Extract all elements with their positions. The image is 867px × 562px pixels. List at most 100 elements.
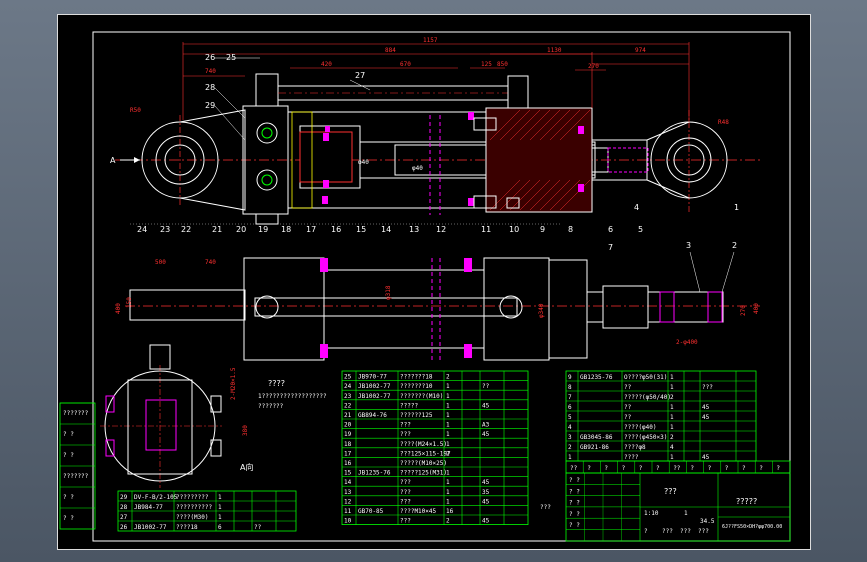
parts-table-mid-cell: 1 [446, 422, 450, 429]
balloon-2: 2 [732, 241, 737, 250]
parts-table-mid-cell: JB1002-77 [358, 393, 391, 400]
balloon-12: 12 [436, 225, 446, 234]
side-dim-m20: 2-M20×1.5 [230, 367, 237, 400]
parts-table-right-cell: 1 [670, 404, 674, 411]
view-arrow-label: A [110, 156, 116, 165]
parts-table-small-cell: ????????? [176, 494, 209, 501]
parts-table-mid-cell: 16 [344, 460, 352, 467]
parts-header-cell: ? [639, 465, 643, 472]
title-sub: ????? [736, 497, 757, 506]
side-view-a: 2-M20×1.5 380 A向 [100, 344, 253, 488]
dim-plan-400: 400 [115, 303, 122, 314]
left-block-cell: ??????? [63, 410, 89, 417]
parts-header-cell: ?? [673, 465, 681, 472]
balloon-26: 26 [205, 53, 215, 62]
parts-table-mid-cell: ??????125 [400, 412, 433, 419]
parts-table-right-cell: 4 [670, 444, 674, 451]
parts-header-cell: ? [776, 465, 780, 472]
parts-table-small-cell: 28 [120, 504, 128, 511]
left-block-cell: ? ? [63, 515, 74, 522]
balloon-17: 17 [306, 225, 316, 234]
parts-table-mid-cell: 21 [344, 412, 352, 419]
parts-table-right-cell: 45 [702, 404, 710, 411]
dim-plan-500: 500 [155, 259, 166, 266]
parts-table-mid-cell: 45 [482, 498, 490, 505]
parts-table-mid-cell: 1 [446, 431, 450, 438]
dim-right-radius: R48 [718, 119, 729, 126]
dim-974: 974 [635, 47, 646, 54]
main-section-view: A R50 R48 φ40 φ40 [110, 73, 760, 225]
parts-table-mid-cell: ??? [400, 431, 411, 438]
drawing-number: 6J??FS50×DH?φφ700.00 [722, 524, 782, 530]
parts-header-cell: ?? [570, 465, 578, 472]
left-block-cell: ??????? [63, 473, 89, 480]
parts-table-mid-cell: 1 [446, 412, 450, 419]
parts-header-cell: ? [690, 465, 694, 472]
parts-table-mid-cell: 1 [446, 498, 450, 505]
parts-table-mid-cell: ???125×115-197 [400, 450, 451, 457]
inner-frame [92, 31, 791, 542]
dim-850: 850 [497, 61, 508, 68]
parts-table-mid-cell: 12 [344, 498, 352, 505]
parts-table-mid-cell: ?????(M10×25) [400, 460, 447, 467]
dim-884: 884 [385, 47, 396, 54]
parts-table-mid-cell: 45 [482, 402, 490, 409]
weight-value: 34.5 [700, 518, 715, 525]
balloon-25: 25 [226, 53, 236, 62]
notes-title: ???? [268, 379, 285, 388]
parts-table-right-cell: ????φ8 [624, 444, 646, 451]
balloon-28: 28 [205, 83, 215, 92]
balloon-9: 9 [540, 225, 545, 234]
parts-table-right-cell: 1 [670, 374, 674, 381]
parts-table-right-cell: 45 [702, 454, 710, 461]
dim-plan-740: 740 [205, 259, 216, 266]
parts-table-small-cell: ????(M30) [176, 514, 209, 521]
parts-header-cell: ? [656, 465, 660, 472]
parts-table-right-cell: ????(φ40) [624, 424, 657, 431]
parts-table-mid-cell: ???????18 [400, 374, 433, 381]
parts-table-right-cell: 8 [568, 384, 572, 391]
parts-table-mid-cell: ???????(M10) [400, 393, 443, 400]
parts-table-small-cell: ?????????? [176, 504, 213, 511]
parts-table-right-cell: 1 [670, 384, 674, 391]
balloon-19: 19 [258, 225, 268, 234]
parts-table-mid-cell: ????? [400, 402, 418, 409]
parts-table-right-cell: ?? [624, 404, 632, 411]
dim-plan-340: φ340 [538, 303, 545, 318]
parts-table-right-cell: 2 [670, 434, 674, 441]
parts-table-right-cell: 7 [568, 394, 572, 401]
parts-table-right-cell: ??? [702, 384, 713, 391]
signature-cell: ??? [680, 528, 691, 535]
parts-table-mid-cell: 24 [344, 383, 352, 390]
parts-header-cell: ? [725, 465, 729, 472]
signature-cell: ??? [662, 528, 673, 535]
parts-table-small-cell: ????18 [176, 524, 198, 531]
parts-table-mid-cell: 23 [344, 393, 352, 400]
parts-table-mid-cell: 13 [344, 489, 352, 496]
parts-table-mid-cell: 20 [344, 422, 352, 429]
balloon-23: 23 [160, 225, 170, 234]
parts-table-mid-cell: ??? [400, 498, 411, 505]
balloon-5: 5 [638, 225, 643, 234]
parts-table-right-cell: ?????(φ50/40) [624, 394, 671, 401]
view-a-label: A向 [240, 462, 253, 472]
parts-table-mid-cell: ????M10×45 [400, 508, 437, 515]
dim-bore: φ40 [412, 165, 423, 172]
balloon-7: 7 [608, 243, 613, 252]
title-misc-cell: ? ? [569, 511, 580, 518]
parts-header-cell: ? [587, 465, 591, 472]
balloon-20: 20 [236, 225, 246, 234]
parts-table-mid-cell: ??? [400, 518, 411, 525]
left-block-cell: ? ? [63, 452, 74, 459]
balloon-24: 24 [137, 225, 147, 234]
parts-table-mid-cell: 35 [482, 489, 490, 496]
left-block-cell: ? ? [63, 494, 74, 501]
parts-table-mid-cell: 2 [446, 518, 450, 525]
parts-table-mid-cell: JB1002-77 [358, 383, 391, 390]
balloon-13: 13 [409, 225, 419, 234]
parts-table-right-cell: GB1235-76 [580, 374, 613, 381]
parts-header-cell: ? [742, 465, 746, 472]
balloon-3: 3 [686, 241, 691, 250]
dim-125: 125 [481, 61, 492, 68]
